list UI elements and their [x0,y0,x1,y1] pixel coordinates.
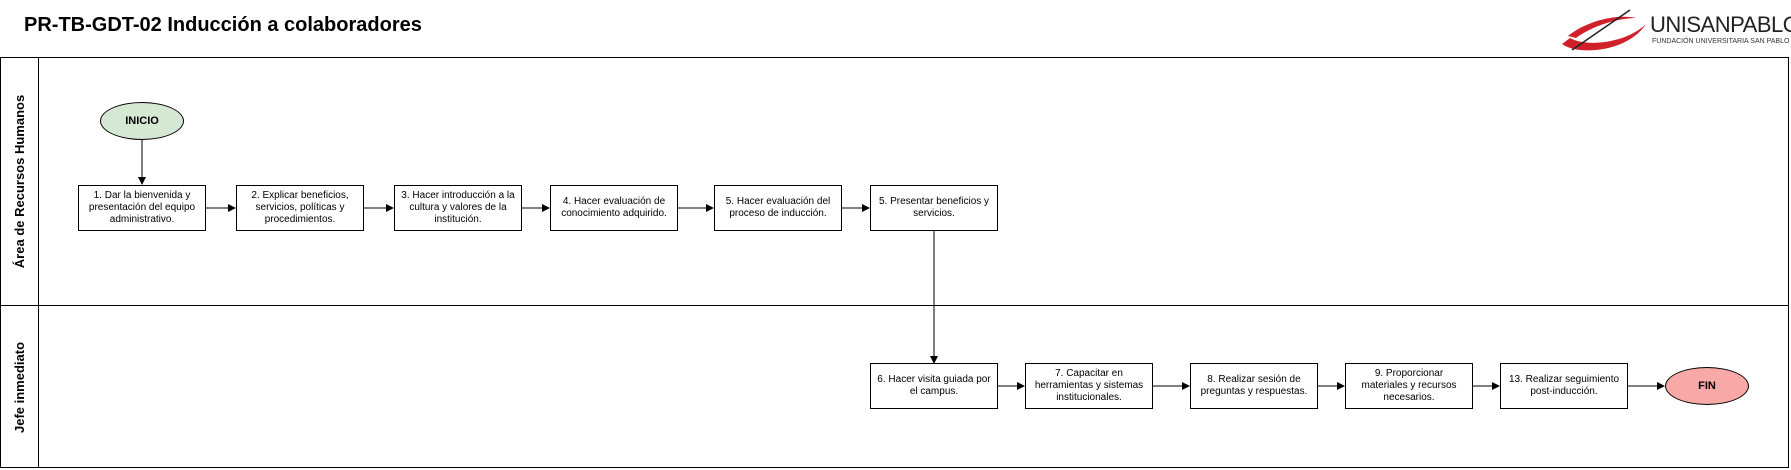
lane-divider [1,305,1788,306]
task-5: 5. Hacer evaluación del proceso de induc… [714,185,842,231]
task-5b: 5. Presentar beneficios y servicios. [870,185,998,231]
logo-name: UNISANPABLO [1650,12,1791,37]
start-event: INICIO [100,102,184,140]
logo-subtitle: FUNDACIÓN UNIVERSITARIA SAN PABLO [1652,38,1790,45]
task-2: 2. Explicar beneficios, servicios, polít… [236,185,364,231]
task-8: 8. Realizar sesión de preguntas y respue… [1190,363,1318,409]
unisanpablo-logo: UNISANPABLO FUNDACIÓN UNIVERSITARIA SAN … [1558,6,1791,56]
swimlane-pool: Área de Recursos Humanos Jefe inmediato [0,57,1789,468]
lane-label-column [1,58,39,467]
page-title: PR-TB-GDT-02 Inducción a colaboradores [24,14,422,36]
task-1: 1. Dar la bienvenida y presentación del … [78,185,206,231]
end-event: FIN [1665,367,1749,405]
task-3: 3. Hacer introducción a la cultura y val… [394,185,522,231]
logo-swoosh-icon [1562,9,1646,51]
task-13: 13. Realizar seguimiento post-inducción. [1500,363,1628,409]
task-4: 4. Hacer evaluación de conocimiento adqu… [550,185,678,231]
task-6: 6. Hacer visita guiada por el campus. [870,363,998,409]
task-9: 9. Proporcionar materiales y recursos ne… [1345,363,1473,409]
task-7: 7. Capacitar en herramientas y sistemas … [1025,363,1153,409]
